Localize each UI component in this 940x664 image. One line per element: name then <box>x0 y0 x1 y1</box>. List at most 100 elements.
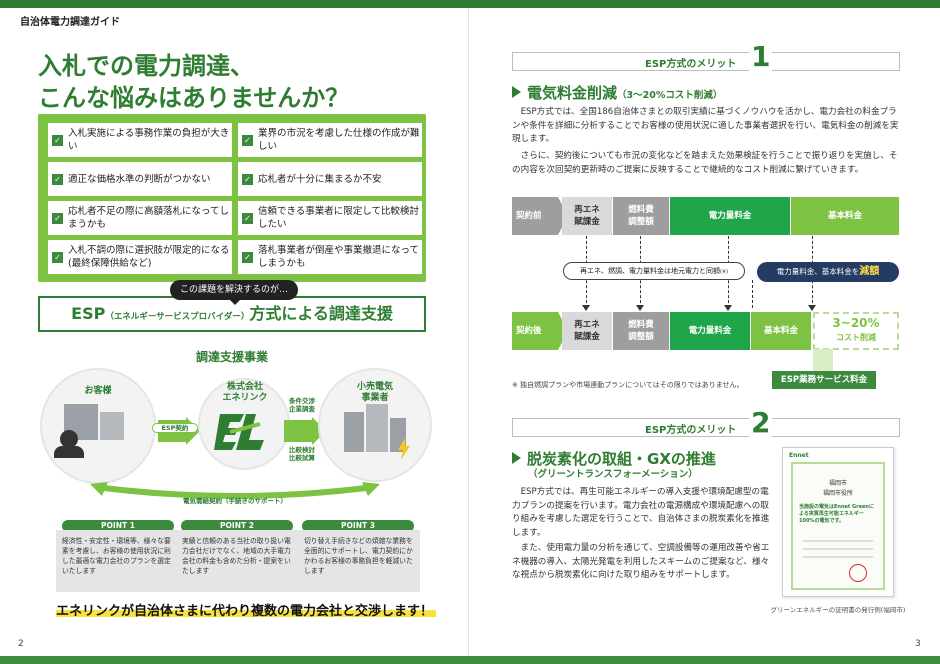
sec1-subtitle: （3～20%コスト削減） <box>617 90 723 101</box>
check-icon: ✓ <box>242 173 253 185</box>
company-line2: エネリンク <box>222 393 268 403</box>
down-arrow-icon <box>724 305 732 311</box>
cost-cut-percent: 3~20% <box>832 316 880 330</box>
worry-text: 業界の市況を考慮した仕様の作成が難しい <box>258 128 420 152</box>
same-as-local-text: 再エネ、燃調、電力量料金は地元電力と同額 <box>579 267 720 275</box>
merit2-header: ESP方式のメリット 2 <box>512 407 900 439</box>
down-arrow-icon <box>582 305 590 311</box>
worry-card: ✓ 信頼できる事業者に限定して比較検討したい <box>238 201 422 235</box>
worry-text: 応札者が十分に集まるか不安 <box>258 173 382 185</box>
comparison-label: 比較検討 比較試算 <box>289 446 315 462</box>
after-label: 契約後 <box>512 312 568 350</box>
cert-seal-icon <box>849 564 867 582</box>
green-certificate: Ennet 福岡市 福岡市役所 当施設の電気はEnnet Greenによる実質再… <box>782 447 894 597</box>
worry-card: ✓ 業界の市況を考慮した仕様の作成が難しい <box>238 123 422 157</box>
chart-footnote: ※ 独自燃調プランや市場連動プランについてはその限りではありません。 <box>512 381 744 389</box>
negotiation-arrow <box>284 417 326 445</box>
esp-method-title: 方式による調達支援 <box>249 304 393 323</box>
bottom-message: エネリンクが自治体さまに代わり複数の電力会社と交渉します！ <box>56 604 434 619</box>
triangle-bullet-icon <box>512 452 521 464</box>
cert-city: 福岡市 <box>828 480 847 487</box>
down-arrow-icon <box>808 305 816 311</box>
same-as-local-callout: 再エネ、燃調、電力量料金は地元電力と同額(※) <box>563 262 745 280</box>
point2-title: POINT 2 <box>181 520 293 532</box>
headline-line1: 入札での電力調達、 <box>38 52 254 80</box>
enelink-logo-icon <box>214 414 264 450</box>
power-building-icon <box>366 404 388 452</box>
merit1-number: 1 <box>749 40 773 73</box>
highlight-bar <box>56 610 436 617</box>
supply-contract-label: 電気需給契約（手続きのサポート） <box>183 497 287 505</box>
after-energy-fee: 電力量料金 <box>670 312 750 350</box>
worry-text: 応札者不足の際に高額落札になってしまうかも <box>68 206 230 230</box>
point3-box: 切り替え手続きなどの煩雑な業務を全面的にサポートし、電力契約にかかわるお客様の事… <box>298 530 420 592</box>
office-building-icon <box>100 412 124 440</box>
point3-title: POINT 3 <box>302 520 414 532</box>
merit2-label: ESP方式のメリット <box>645 425 737 436</box>
worry-text: 入札不調の際に選択肢が限定的になる(最終保障供給など) <box>68 245 230 269</box>
sec2-paragraph2: また、使用電力量の分析を通じて、空調設備等の運用改善や省エネ機器の導入、太陽光発… <box>512 543 770 580</box>
cert-frame: 福岡市 福岡市役所 当施設の電気はEnnet Greenによる実質再生可能エネル… <box>791 462 885 590</box>
sec1-title: 電気料金削減 <box>527 84 618 102</box>
supply-contract-arrow <box>90 482 380 499</box>
triangle-bullet-icon <box>512 86 521 98</box>
check-icon: ✓ <box>52 212 63 224</box>
company-label: 株式会社 エネリンク <box>210 382 280 404</box>
person-body-icon <box>54 446 84 458</box>
company-line1: 株式会社 <box>226 382 263 392</box>
sec2-paragraph1: ESP方式では、再生可能エネルギーの導入支援や環境配慮型の電力プランの提案を行い… <box>512 487 770 538</box>
reduce-callout: 電力量料金、基本料金を減額 <box>757 262 899 282</box>
cert-brand: Ennet <box>789 452 809 459</box>
cost-cut-box: 3~20% コスト削減 <box>813 312 899 350</box>
retailer-line2: 事業者 <box>361 393 389 403</box>
sec1-paragraph2: さらに、契約後についても市況の変化などを踏まえた効果検証を行うことで振り返りを実… <box>512 151 898 175</box>
worry-card: ✓ 落札事業者が倒産や事業撤退になってしまうかも <box>238 240 422 274</box>
point1-box: 経済性・安定性・環境等、様々な要素を考慮し、お客様の使用状況に則した最適な電力会… <box>56 530 178 592</box>
before-renewable-levy: 再エネ 賦課金 <box>562 197 612 235</box>
worry-card: ✓ 応札者不足の際に高額落札になってしまうかも <box>48 201 232 235</box>
after-renewable-levy: 再エネ 賦課金 <box>562 312 612 350</box>
pill-pointer <box>229 299 241 305</box>
retailer-line1: 小売電気 <box>356 382 393 392</box>
check-icon: ✓ <box>242 134 253 146</box>
negotiation-label: 条件交渉 企業調査 <box>289 397 315 413</box>
sec1-paragraph1: ESP方式では、全国186自治体さまとの取引実績に基づくノウハウを活かし、電力会… <box>512 107 899 144</box>
page-gutter <box>468 8 469 656</box>
headline-line2: こんな悩みはありませんか？ <box>38 84 350 112</box>
esp-fullname: （エネルギーサービスプロバイダー） <box>105 312 250 322</box>
before-label: 契約前 <box>512 197 568 235</box>
esp-service-fee: ESP業務サービス料金 <box>772 371 876 389</box>
bottom-green-bar <box>0 656 940 664</box>
guide-line <box>752 280 753 308</box>
customer-circle <box>42 370 154 482</box>
cert-office: 福岡市役所 <box>822 490 853 497</box>
support-business-title: 調達支援事業 <box>195 350 268 364</box>
check-icon: ✓ <box>52 173 63 185</box>
cert-line <box>803 556 873 558</box>
cert-text: 当施設の電気はEnnet Greenによる実質再生可能エネルギー100%の電気で… <box>799 504 874 524</box>
sec2-subtitle: （グリーントランスフォーメーション） <box>528 469 698 480</box>
same-as-local-note: (※) <box>719 269 729 275</box>
sec1-heading: 電気料金削減（3～20%コスト削減） <box>512 82 722 103</box>
worry-text: 信頼できる事業者に限定して比較検討したい <box>258 206 420 230</box>
check-icon: ✓ <box>242 212 253 224</box>
retailer-label: 小売電気 事業者 <box>340 382 410 404</box>
cert-line <box>803 548 873 550</box>
check-icon: ✓ <box>242 251 253 263</box>
solution-pill: この課題を解決するのが… <box>170 280 298 300</box>
worry-text: 落札事業者が倒産や事業撤退になってしまうかも <box>258 245 420 269</box>
down-arrow-icon <box>636 305 644 311</box>
sec2-title: 脱炭素化の取組・GXの推進 <box>527 450 716 468</box>
merit1-label: ESP方式のメリット <box>645 59 737 70</box>
check-icon: ✓ <box>52 134 63 146</box>
after-fuel-adjustment: 燃料費 調整額 <box>613 312 669 350</box>
reduce-emphasis: 減額 <box>859 266 880 277</box>
worry-card: ✓入札不調の際に選択肢が限定的になる(最終保障供給など) <box>48 240 232 274</box>
after-base-fee: 基本料金 <box>751 312 811 350</box>
esp-contract-label: ESP契約 <box>152 423 198 433</box>
point1-title: POINT 1 <box>62 520 174 532</box>
cost-cut-label: コスト削減 <box>836 333 876 342</box>
before-energy-fee: 電力量料金 <box>670 197 790 235</box>
merit2-number: 2 <box>749 406 773 439</box>
top-green-bar <box>0 0 940 8</box>
